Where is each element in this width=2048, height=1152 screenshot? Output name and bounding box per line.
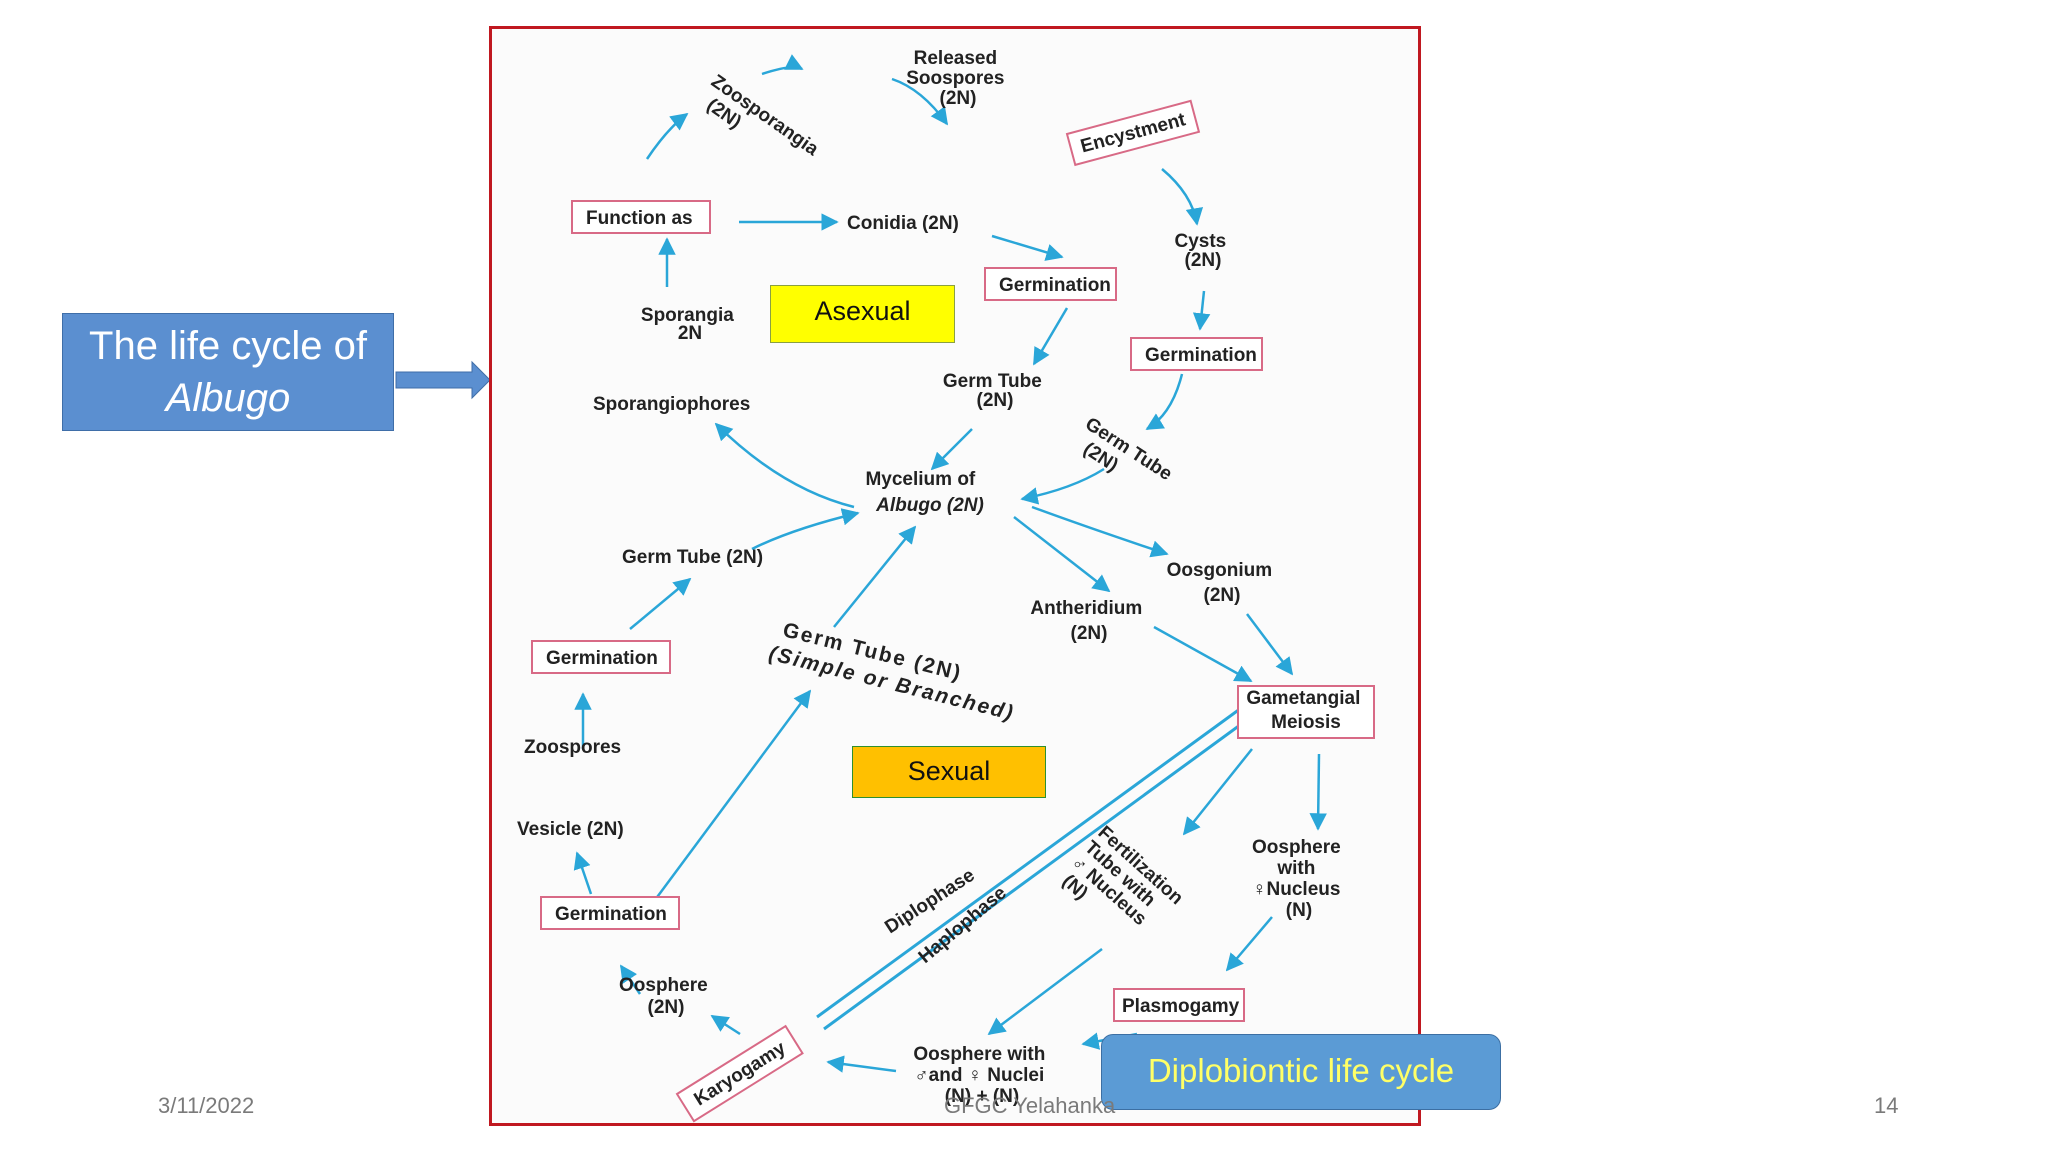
text-conidia: Conidia (2N)	[847, 213, 959, 234]
text-vesicle: Vesicle (2N)	[517, 819, 624, 840]
box-germination-1	[984, 267, 1117, 301]
text-germ-tube-diag: Germ Tube (2N)	[1079, 414, 1175, 485]
text-antheridium: Antheridium (2N)	[1030, 598, 1147, 644]
box-encystment	[1065, 99, 1201, 167]
text-fertilization: Fertilization Tube with ♂ Nucleus (N)	[1058, 822, 1187, 930]
life-cycle-diagram: Encystment Karyogamy Released Soospores …	[517, 48, 1375, 1123]
text-zoosporangia: Zoosporangia (2N)	[703, 71, 823, 161]
text-oosphere-nuclei: Oosphere with ♂and ♀ Nuclei (N) + (N)	[913, 1044, 1050, 1107]
text-sporangiophores: Sporangiophores	[593, 394, 750, 415]
text-oosphere-nucleus: Oosphere with ♀Nucleus (N)	[1252, 837, 1346, 921]
text-function-as: Function as	[586, 208, 693, 229]
diplobiontic-label: Diplobiontic life cycle	[1101, 1034, 1501, 1110]
footer-date: 3/11/2022	[158, 1093, 255, 1118]
text-germ-tube-branched: Germ Tube (2N) (Simple or Branched)	[767, 618, 1017, 725]
box-gametangial	[1237, 685, 1375, 739]
text-germination-2: Germination	[1145, 345, 1257, 366]
diagram-frame: Encystment Karyogamy Released Soospores …	[489, 26, 1421, 1126]
text-germ-tube-right: Germ Tube (2N)	[943, 371, 1047, 411]
text-karyogamy: Karyogamy	[691, 1038, 790, 1111]
box-germination-2	[1130, 337, 1263, 371]
text-plasmogamy: Plasmogamy	[1122, 996, 1240, 1017]
text-zoospores: Zoospores	[524, 737, 621, 758]
box-germination-3	[531, 640, 671, 674]
callout-line1: The life cycle of	[89, 324, 367, 368]
title-callout: The life cycle of Albugo	[62, 313, 394, 431]
box-plasmogamy	[1113, 988, 1245, 1022]
box-germination-4	[540, 896, 680, 930]
text-germination-4: Germination	[555, 904, 667, 925]
sexual-label: Sexual	[852, 746, 1046, 798]
footer-page-number: 14	[1874, 1093, 1899, 1118]
box-function-as	[571, 200, 711, 234]
box-karyogamy	[675, 1024, 804, 1123]
text-sporangia: Sporangia 2N	[641, 305, 739, 344]
asexual-label: Asexual	[770, 285, 955, 343]
text-germination-1: Germination	[999, 275, 1111, 296]
arrows	[573, 54, 1327, 1073]
text-gametangial: Gametangial Meiosis	[1246, 688, 1365, 733]
text-cysts: Cysts (2N)	[1174, 231, 1231, 271]
footer-center: GFGC Yelahanka	[944, 1093, 1116, 1118]
callout-line2: Albugo	[165, 376, 291, 420]
text-released: Released Soospores (2N)	[906, 48, 1009, 109]
text-germ-tube-left: Germ Tube (2N)	[622, 547, 763, 568]
text-oosphere-2n: Oosphere (2N)	[619, 975, 713, 1018]
callout-arrow	[395, 360, 491, 400]
text-oosgonium: Oosgonium (2N)	[1167, 560, 1278, 606]
text-germination-3: Germination	[546, 648, 658, 669]
text-mycelium: Mycelium of Albugo (2N)	[865, 469, 983, 516]
